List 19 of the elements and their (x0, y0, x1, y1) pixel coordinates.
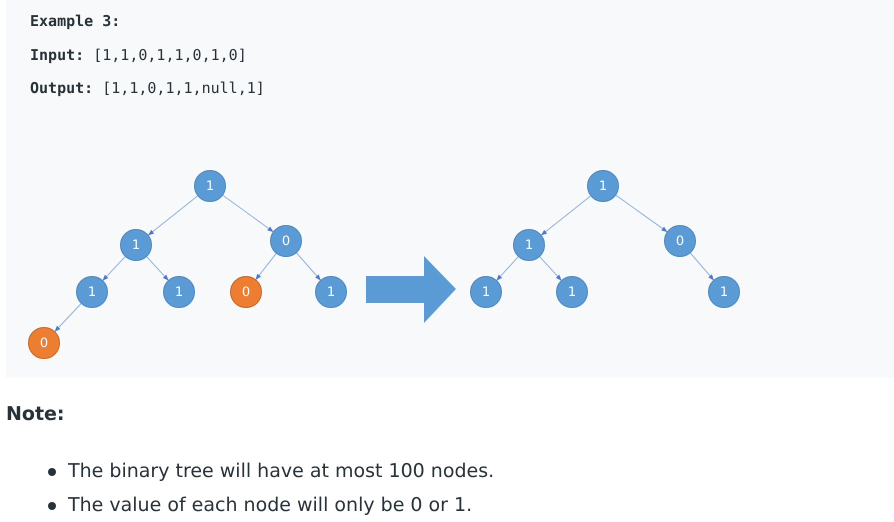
arrow (54, 303, 82, 332)
arrow (296, 252, 321, 280)
arrow (255, 253, 277, 280)
bullet-item: The binary tree will have at most 100 nodes. (68, 460, 494, 482)
arrow (541, 195, 591, 236)
output-line: Output: [1,1,0,1,1,null,1] (30, 79, 265, 97)
arrow (102, 256, 126, 281)
arrow (146, 256, 169, 281)
arrow (148, 195, 198, 236)
note-heading: Note: (6, 403, 65, 425)
arrow (222, 194, 274, 232)
block-arrow (366, 256, 456, 323)
arrow (539, 256, 562, 281)
arrow (496, 256, 519, 281)
arrow (616, 194, 668, 232)
example-heading: Example 3: (30, 12, 120, 30)
arrow (690, 252, 714, 280)
input-line: Input: [1,1,0,1,1,0,1,0] (30, 46, 247, 64)
bullet-item: The value of each node will only be 0 or 1. (68, 494, 472, 516)
